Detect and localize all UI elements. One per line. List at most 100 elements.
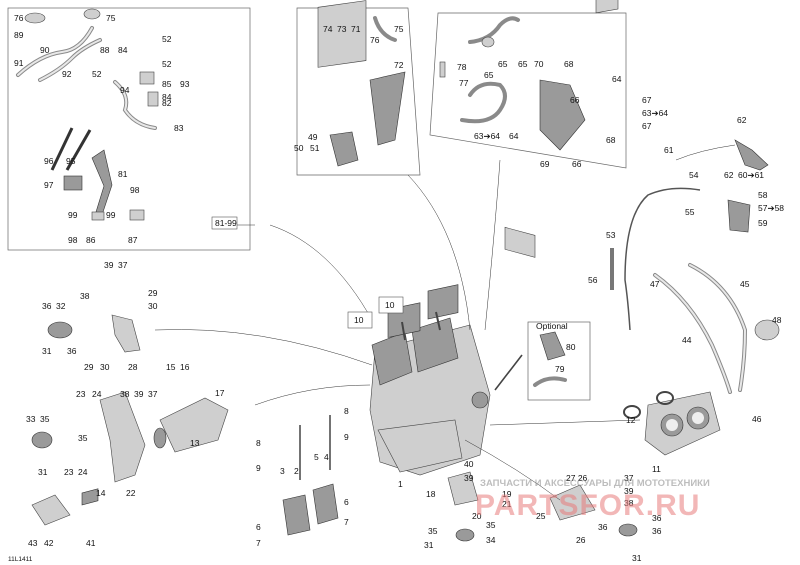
engine-mount-28 bbox=[47, 314, 141, 353]
callout: 20 bbox=[472, 511, 482, 521]
callout: 38 bbox=[120, 389, 130, 399]
callout: 67 bbox=[642, 121, 652, 131]
callout: 84 bbox=[162, 92, 172, 102]
callout: 48 bbox=[772, 315, 782, 325]
callout: 84 bbox=[118, 45, 128, 55]
relay-bracket-69 bbox=[539, 79, 586, 151]
callout: 23 bbox=[64, 467, 74, 477]
callout: 45 bbox=[740, 279, 750, 289]
callout: 49 bbox=[308, 132, 318, 142]
callout: 52 bbox=[162, 34, 172, 44]
callout: 9 bbox=[256, 463, 261, 473]
callout: 65 bbox=[484, 70, 494, 80]
fuel-lines bbox=[16, 8, 159, 221]
callout: 62 bbox=[724, 170, 734, 180]
callout: 71 bbox=[351, 24, 361, 34]
callout: 37 bbox=[148, 389, 158, 399]
callout: 34 bbox=[486, 535, 496, 545]
callout: 36 bbox=[42, 301, 52, 311]
callout: 51 bbox=[310, 143, 320, 153]
clamp-75 bbox=[83, 8, 101, 20]
ecm-71 bbox=[317, 0, 367, 68]
callout: 30 bbox=[148, 301, 158, 311]
callout: 76 bbox=[370, 35, 380, 45]
callout: 31 bbox=[38, 467, 48, 477]
callout: 36 bbox=[652, 526, 662, 536]
callout: 62 bbox=[737, 115, 747, 125]
mount-32 bbox=[47, 321, 73, 339]
callout: 38 bbox=[80, 291, 90, 301]
callout: 68 bbox=[564, 59, 574, 69]
callout: 40 bbox=[464, 459, 474, 469]
callout: 72 bbox=[394, 60, 404, 70]
callout: 57➔58 bbox=[758, 203, 784, 213]
callout: 8 bbox=[344, 406, 349, 416]
ref-box bbox=[211, 216, 238, 230]
callout: 1 bbox=[398, 479, 403, 489]
callout: 42 bbox=[44, 538, 54, 548]
callout: 54 bbox=[689, 170, 699, 180]
callout: 14 bbox=[96, 488, 106, 498]
leader-lines bbox=[154, 159, 641, 501]
optional-label: Optional bbox=[536, 321, 568, 331]
callout: 19 bbox=[502, 489, 512, 499]
callout: 37 bbox=[118, 260, 128, 270]
optional-box bbox=[527, 321, 591, 401]
callout: 99 bbox=[68, 210, 78, 220]
callout: 58 bbox=[758, 190, 768, 200]
callout: 63➔64 bbox=[474, 131, 500, 141]
callout: 46 bbox=[752, 414, 762, 424]
callout: 53 bbox=[606, 230, 616, 240]
throttle-body-11 bbox=[623, 391, 721, 456]
callout: 21 bbox=[502, 499, 512, 509]
callout: 61 bbox=[664, 145, 674, 155]
callout: 67 bbox=[642, 95, 652, 105]
callout: 77 bbox=[459, 78, 469, 88]
callout: 91 bbox=[14, 58, 24, 68]
callout: 39 bbox=[624, 486, 634, 496]
watermark-tagline: ЗАПЧАСТИ И АКСЕССУАРЫ ДЛЯ МОТОТЕХНИКИ bbox=[480, 478, 710, 489]
callout: 97 bbox=[44, 180, 54, 190]
callout: 35 bbox=[40, 414, 50, 424]
mount-34 bbox=[455, 528, 475, 542]
callout: 44 bbox=[682, 335, 692, 345]
callout: 16 bbox=[180, 362, 190, 372]
callout: 38 bbox=[624, 498, 634, 508]
callout: 27 26 bbox=[566, 473, 588, 483]
callout: 64 bbox=[612, 74, 622, 84]
bracket-72 bbox=[369, 71, 406, 146]
callout: 96 bbox=[44, 156, 54, 166]
callout: 6 bbox=[256, 522, 261, 532]
callout: 93 bbox=[180, 79, 190, 89]
callout: 36 bbox=[652, 513, 662, 523]
callout: 69 bbox=[540, 159, 550, 169]
callout: 12 bbox=[626, 415, 636, 425]
callout: 8 bbox=[256, 438, 261, 448]
sensor-59 bbox=[727, 199, 751, 233]
fuel-system-box bbox=[7, 7, 251, 251]
clamp-76 bbox=[24, 12, 46, 24]
callout: 24 bbox=[92, 389, 102, 399]
callout: 25 bbox=[536, 511, 546, 521]
pad-41 bbox=[81, 488, 99, 506]
engine-1 bbox=[369, 284, 523, 476]
callout: 36 bbox=[598, 522, 608, 532]
filter-84 bbox=[147, 91, 159, 107]
callout: 89 bbox=[14, 30, 24, 40]
sensor-49 bbox=[329, 131, 359, 167]
engine-mount-lower bbox=[447, 471, 638, 542]
callout: 24 bbox=[78, 467, 88, 477]
callout: 26 bbox=[576, 535, 586, 545]
callout: 64 bbox=[509, 131, 519, 141]
cap-48 bbox=[754, 319, 780, 341]
callout: 98 bbox=[68, 235, 78, 245]
manifold-plates bbox=[282, 415, 339, 536]
callout: 66 bbox=[572, 159, 582, 169]
callout: 7 bbox=[256, 538, 261, 548]
callout: 33 bbox=[26, 414, 36, 424]
callout: 10 bbox=[385, 300, 395, 310]
callout: 78 bbox=[457, 62, 467, 72]
mount-33 bbox=[31, 431, 53, 449]
